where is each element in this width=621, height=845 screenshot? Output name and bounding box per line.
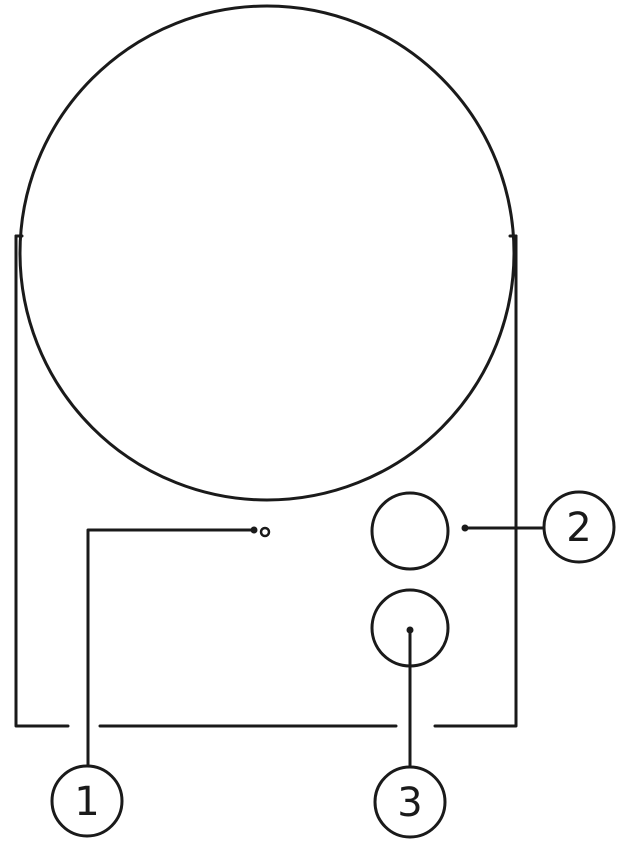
callout-circle-2 [542, 490, 616, 564]
callout-label-1: 1 [74, 779, 99, 825]
leader-line-1 [86, 528, 254, 779]
callout-circle-3 [373, 765, 447, 839]
callout-1: 1 [50, 764, 124, 838]
leader-dot-2 [461, 524, 469, 532]
led-ring [259, 526, 271, 538]
large-round-display [18, 4, 516, 502]
callout-label-2: 2 [566, 505, 591, 551]
callout-circle-1 [50, 764, 124, 838]
callout-2: 2 [542, 490, 616, 564]
housing-left-side [14, 234, 70, 728]
indicator-led [259, 526, 271, 538]
device-body [14, 234, 518, 728]
leader-dot-1 [250, 526, 258, 534]
leader-lines [86, 524, 547, 779]
callout-3: 3 [373, 765, 447, 839]
housing-right-side [433, 234, 518, 728]
top-round-button[interactable] [370, 491, 450, 571]
leader-dot-3 [406, 626, 414, 634]
callout-label-3: 3 [397, 780, 422, 826]
